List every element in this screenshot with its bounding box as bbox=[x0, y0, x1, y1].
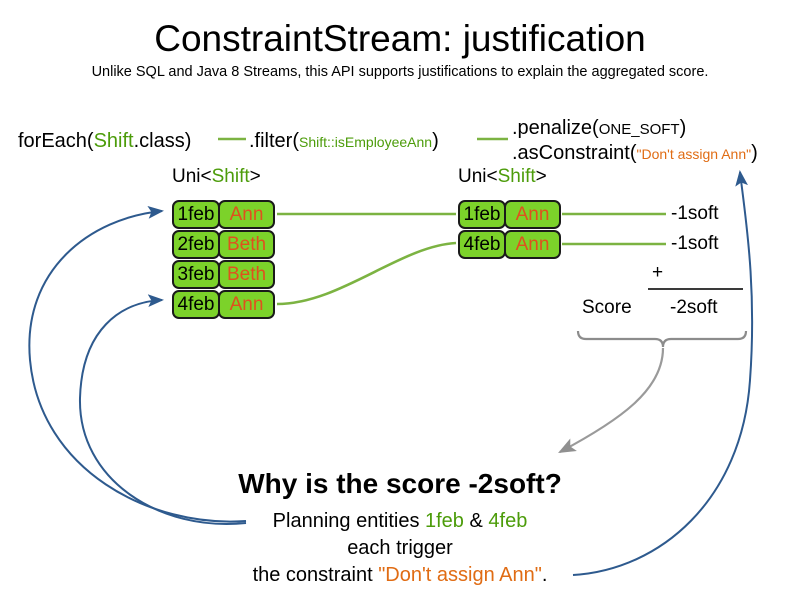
shift-card-employee: Ann bbox=[504, 200, 561, 229]
code-penalize: .penalize(ONE_SOFT) bbox=[512, 117, 686, 140]
explanation-entity-1feb: 1feb bbox=[425, 510, 464, 532]
shift-card-date: 2feb bbox=[172, 230, 220, 259]
penalize-suffix: ) bbox=[679, 117, 687, 139]
score-explain-arrow bbox=[558, 347, 665, 454]
shift-card[interactable]: 1feb Ann bbox=[172, 200, 275, 229]
code-for-each: forEach(Shift.class) bbox=[18, 130, 191, 153]
score-label: Score bbox=[582, 297, 632, 318]
explanation-line-3-suffix: . bbox=[541, 564, 548, 586]
flow-line-4feb bbox=[276, 241, 457, 306]
shift-card-date: 1feb bbox=[172, 200, 220, 229]
shift-card-employee: Ann bbox=[504, 230, 561, 259]
code-as-constraint: .asConstraint("Don't assign Ann") bbox=[512, 142, 758, 165]
impact-value-1: -1soft bbox=[671, 203, 719, 224]
score-brace bbox=[576, 330, 748, 348]
page-subtitle: Unlike SQL and Java 8 Streams, this API … bbox=[91, 64, 709, 80]
matched-shift-card[interactable]: 4feb Ann bbox=[458, 230, 561, 259]
penalize-prefix: .penalize( bbox=[512, 117, 599, 139]
shift-card-date: 1feb bbox=[458, 200, 506, 229]
explanation-line-3: the constraint "Don't assign Ann". bbox=[0, 564, 800, 587]
right-uni-suffix: > bbox=[535, 166, 547, 187]
filter-arg: Shift::isEmployeeAnn bbox=[299, 134, 433, 150]
shift-card-date: 4feb bbox=[172, 290, 220, 319]
filter-prefix: .filter( bbox=[249, 130, 299, 152]
shift-card[interactable]: 4feb Ann bbox=[172, 290, 275, 319]
explanation-line-1: Planning entities 1feb & 4feb bbox=[0, 510, 800, 533]
explanation-constraint-name: "Don't assign Ann" bbox=[378, 564, 542, 586]
for-each-prefix: forEach( bbox=[18, 130, 94, 152]
shift-card-employee: Ann bbox=[218, 290, 275, 319]
impact-value-2: -1soft bbox=[671, 233, 719, 254]
shift-card-date: 4feb bbox=[458, 230, 506, 259]
right-uni-prefix: Uni< bbox=[458, 166, 498, 187]
explanation-heading: Why is the score -2soft? bbox=[238, 468, 562, 499]
shift-card-date: 3feb bbox=[172, 260, 220, 289]
page-title: ConstraintStream: justification bbox=[154, 18, 646, 59]
shift-card[interactable]: 2feb Beth bbox=[172, 230, 275, 259]
matched-shift-card[interactable]: 1feb Ann bbox=[458, 200, 561, 229]
sum-divider bbox=[648, 288, 743, 290]
explanation-line-3-prefix: the constraint bbox=[252, 564, 379, 586]
shift-card-employee: Beth bbox=[218, 260, 275, 289]
score-total-value: -2soft bbox=[670, 297, 718, 318]
explanation-entity-4feb: 4feb bbox=[488, 510, 528, 532]
as-constraint-prefix: .asConstraint( bbox=[512, 142, 637, 164]
shift-card-employee: Beth bbox=[218, 230, 275, 259]
for-each-suffix: .class) bbox=[133, 130, 192, 152]
for-each-type: Shift bbox=[93, 130, 134, 152]
explanation-conjunction: & bbox=[463, 510, 489, 532]
explanation-line-2: each trigger bbox=[347, 537, 453, 559]
left-uni-suffix: > bbox=[249, 166, 261, 187]
filter-suffix: ) bbox=[432, 130, 439, 152]
right-stream-type-label: Uni<Shift> bbox=[458, 166, 547, 188]
left-stream-type-label: Uni<Shift> bbox=[172, 166, 261, 188]
left-uni-generic: Shift bbox=[211, 166, 250, 187]
as-constraint-suffix: ) bbox=[751, 142, 758, 164]
code-filter: .filter(Shift::isEmployeeAnn) bbox=[249, 130, 439, 153]
right-uni-generic: Shift bbox=[497, 166, 536, 187]
left-uni-prefix: Uni< bbox=[172, 166, 212, 187]
penalize-arg: ONE_SOFT bbox=[598, 121, 680, 138]
as-constraint-arg: "Don't assign Ann" bbox=[636, 146, 752, 162]
shift-card-employee: Ann bbox=[218, 200, 275, 229]
shift-card[interactable]: 3feb Beth bbox=[172, 260, 275, 289]
sum-operator: + bbox=[652, 262, 664, 283]
explanation-line-1-prefix: Planning entities bbox=[272, 510, 425, 532]
